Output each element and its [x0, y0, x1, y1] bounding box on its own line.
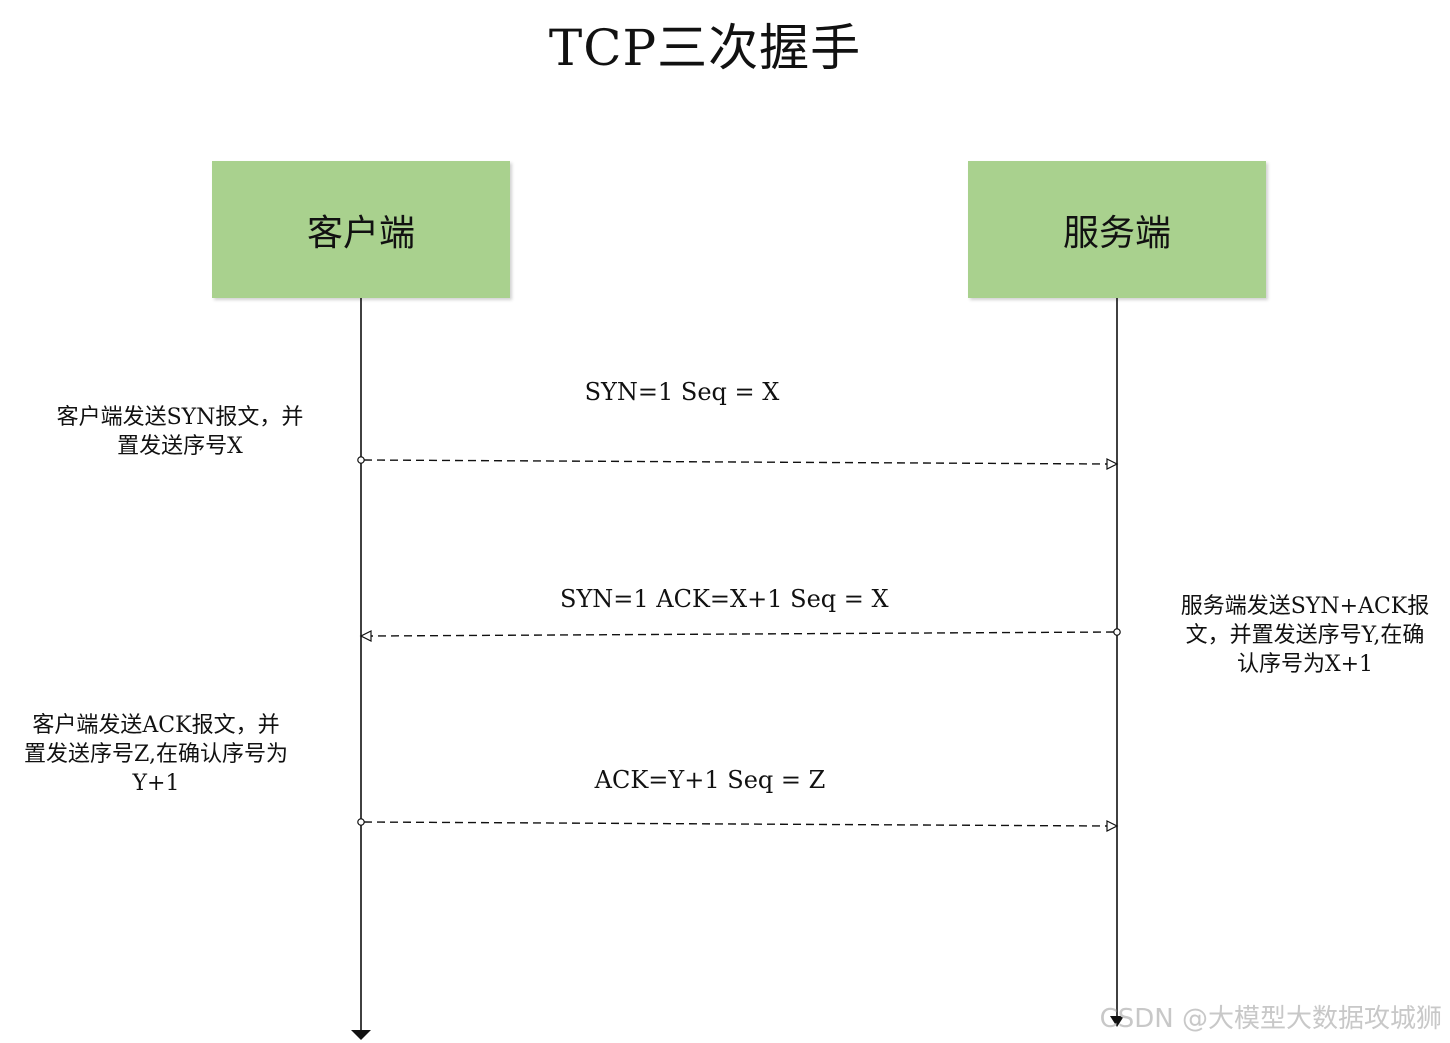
message-1-label: SYN=1 Seq = X [584, 378, 780, 406]
note-line: 客户端发送SYN报文，并 [56, 405, 304, 430]
message-3-label: ACK=Y+1 Seq = Z [594, 766, 826, 794]
client-lifeline-arrowhead [351, 1030, 371, 1040]
server-box: 服务端 [968, 161, 1266, 298]
message-1-arrowhead [1106, 458, 1119, 470]
server-lifeline-arrowhead [1110, 1016, 1124, 1027]
note-line: 文，并置发送序号Y,在确 [1185, 623, 1425, 648]
message-2-arrowhead [359, 630, 372, 642]
note-line: 服务端发送SYN+ACK报 [1180, 594, 1430, 619]
message-1-start-dot [357, 456, 365, 464]
message-1-line [363, 459, 1108, 465]
watermark: CSDN @大模型大数据攻城狮 [1099, 1004, 1442, 1034]
message-2-start-dot [1113, 628, 1121, 636]
diagram-title: TCP三次握手 [548, 19, 862, 77]
message-3-line [363, 821, 1108, 827]
message-2-note: 服务端发送SYN+ACK报 文，并置发送序号Y,在确 认序号为X+1 [1162, 592, 1448, 679]
message-2-line [370, 631, 1115, 637]
note-line: 客户端发送ACK报文，并 [32, 713, 280, 738]
message-2-label: SYN=1 ACK=X+1 Seq = X [560, 585, 889, 613]
note-line: 置发送序号X [117, 434, 243, 459]
client-box: 客户端 [212, 161, 510, 298]
message-3-start-dot [357, 818, 365, 826]
message-1-note: 客户端发送SYN报文，并 置发送序号X [30, 403, 330, 461]
message-3-arrowhead [1106, 820, 1119, 832]
note-line: 置发送序号Z,在确认序号为 [24, 742, 288, 767]
message-3-note: 客户端发送ACK报文，并 置发送序号Z,在确认序号为 Y+1 [6, 711, 306, 798]
note-line: Y+1 [132, 771, 180, 796]
note-line: 认序号为X+1 [1236, 652, 1374, 677]
server-label: 服务端 [1062, 212, 1171, 254]
client-label: 客户端 [306, 212, 415, 254]
